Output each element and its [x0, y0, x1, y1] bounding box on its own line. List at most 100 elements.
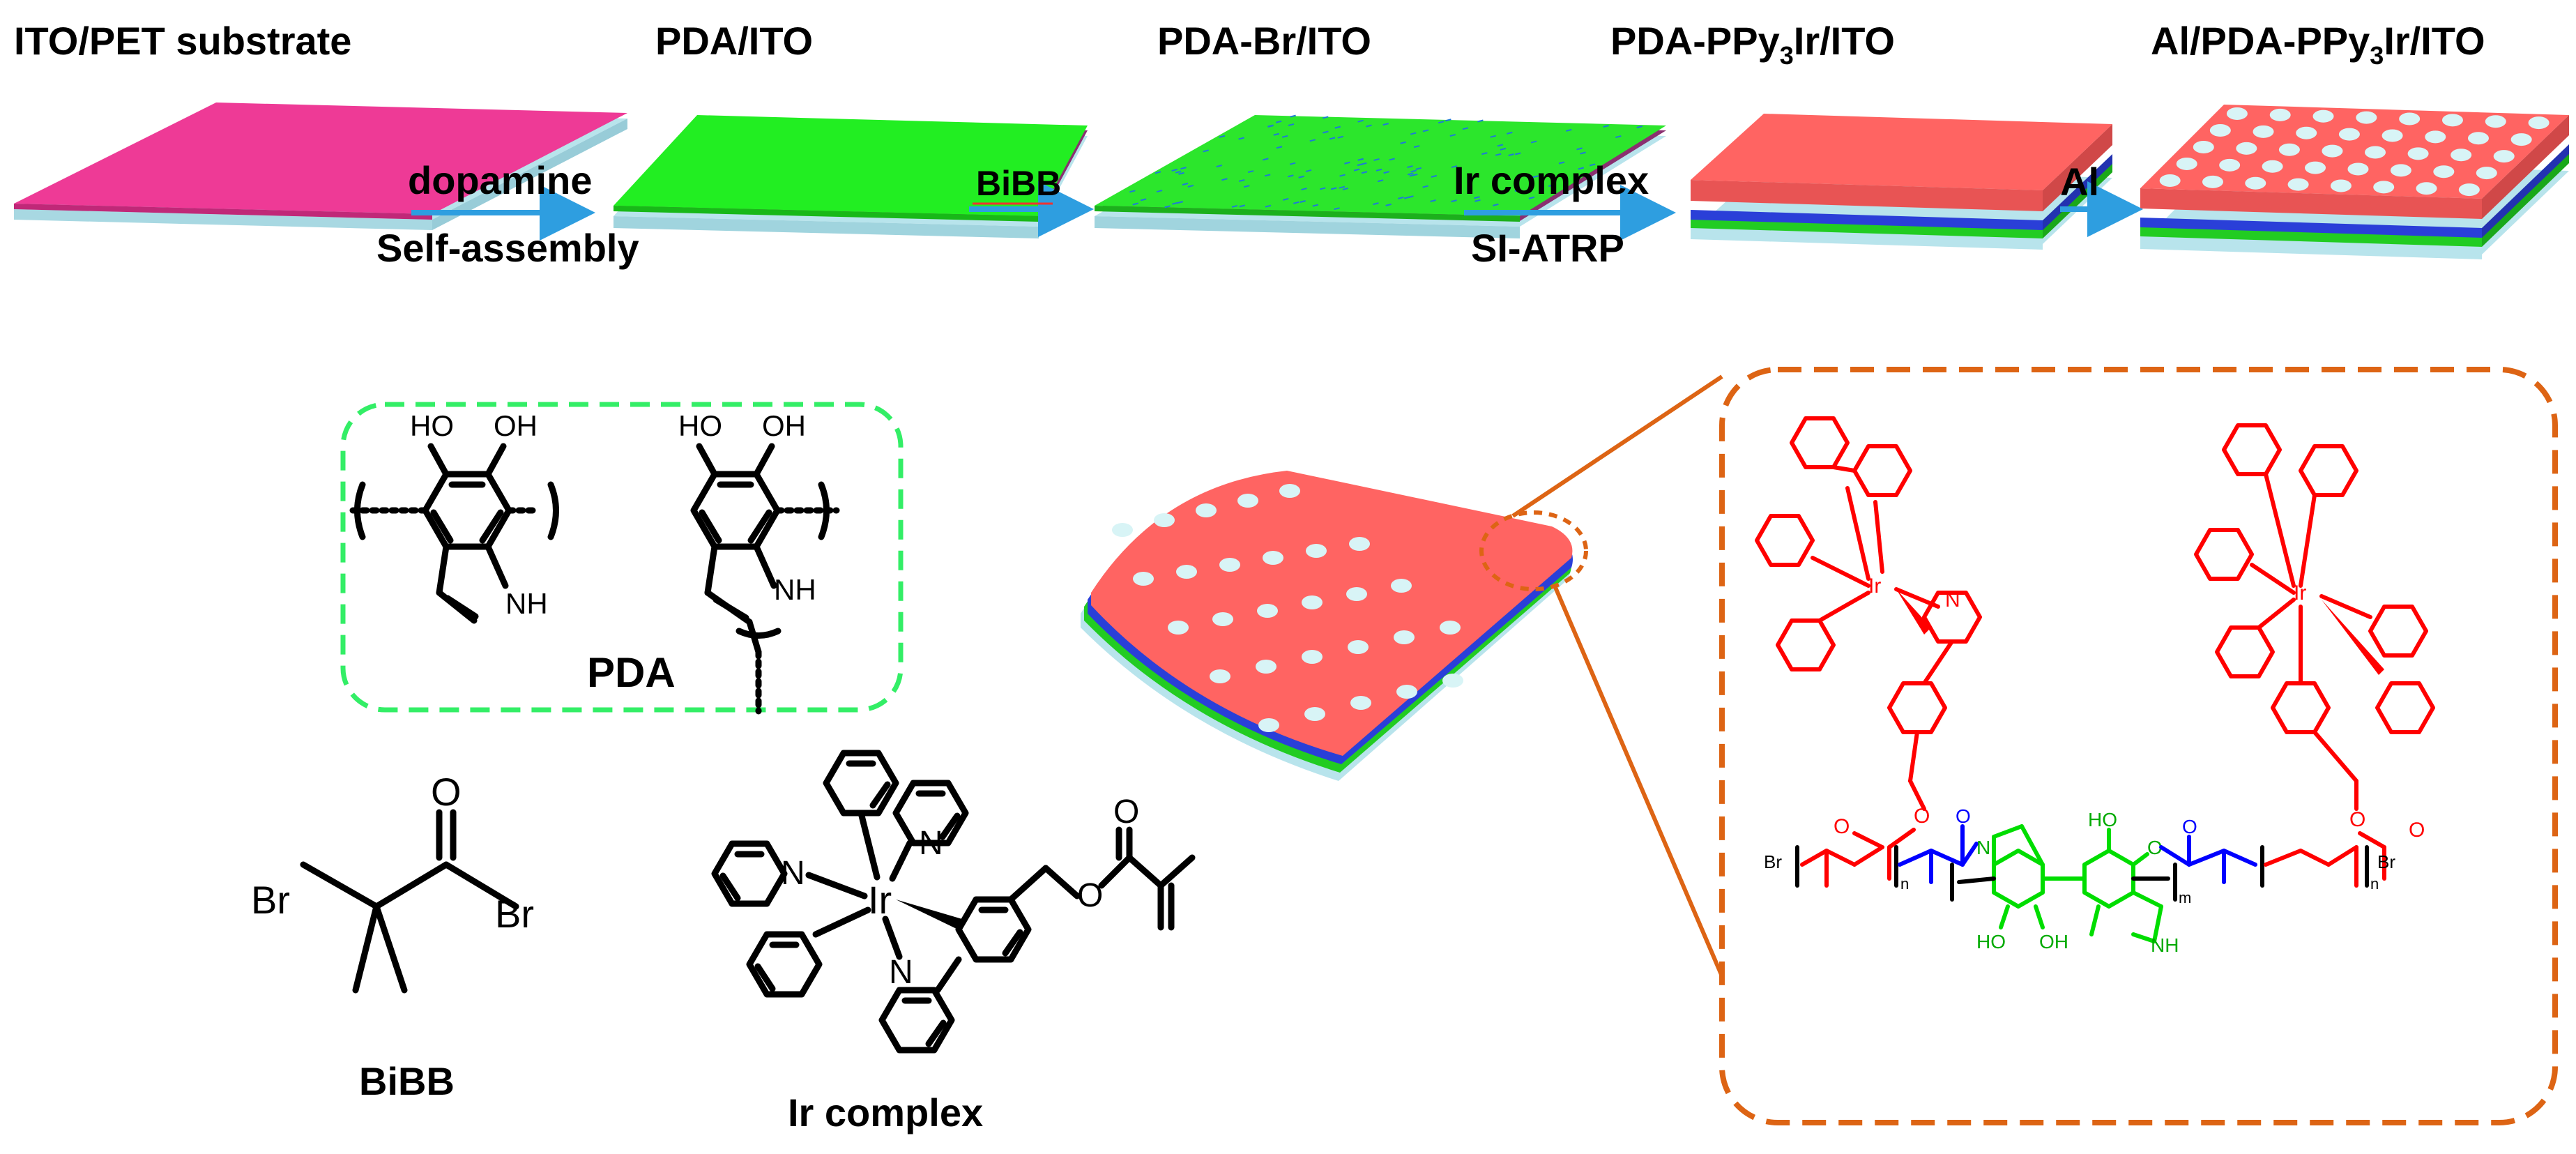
pda-name-label: PDA	[587, 649, 676, 696]
arrow-al: Al	[2060, 160, 2143, 237]
br-speckle	[1231, 204, 1238, 208]
pda-structure: HO OH NH HO OH NH PDA	[340, 402, 904, 715]
br-speckle	[1283, 197, 1289, 201]
br-speckle	[1500, 147, 1507, 151]
br-speckle	[1276, 146, 1283, 149]
al-dot	[2278, 143, 2300, 156]
br-speckle	[1361, 171, 1368, 174]
slab-pda-ppy3ir-ito	[1691, 114, 2112, 250]
br-speckle	[1339, 185, 1346, 189]
al-dot	[2416, 182, 2437, 195]
br-speckle	[1430, 199, 1436, 202]
curved-dot	[1176, 565, 1197, 579]
al-dot	[2305, 161, 2326, 174]
al-electrode-dots	[2159, 107, 2550, 197]
br-speckle	[1329, 137, 1336, 140]
br-speckle	[1507, 131, 1513, 135]
pda-atom-oh-1: OH	[494, 409, 538, 442]
step-label-pda-br-ito: PDA-Br/ITO	[1157, 19, 1371, 63]
curved-dot	[1348, 640, 1369, 654]
br-speckle	[1180, 167, 1187, 170]
br-speckle	[1288, 174, 1294, 178]
br-speckle	[1377, 179, 1384, 183]
al-dot	[2356, 111, 2377, 124]
curved-dot	[1263, 551, 1283, 565]
br-speckle	[1187, 184, 1194, 188]
arrow-bibb: BiBB	[969, 164, 1094, 237]
br-speckle	[1603, 125, 1609, 128]
br-speckle	[1451, 199, 1457, 203]
br-speckle	[1171, 168, 1178, 172]
al-dot	[2226, 107, 2248, 120]
curved-dot	[1219, 558, 1240, 572]
slab-pda-ito	[613, 115, 1088, 238]
polymer-atom-nh-1: NH	[2151, 934, 2179, 956]
br-speckle	[1323, 116, 1329, 119]
arrow-bibb-top-label: BiBB	[976, 164, 1061, 203]
curved-dot	[1440, 621, 1461, 635]
br-speckle	[1164, 205, 1171, 208]
br-speckle	[1267, 124, 1274, 128]
br-speckle	[1530, 140, 1537, 144]
br-speckle	[1264, 174, 1271, 177]
ir-atom-n-1: N	[919, 825, 943, 862]
polymer-atom-o-1: O	[1914, 805, 1930, 828]
curved-dot	[1350, 696, 1371, 710]
br-speckle	[1293, 201, 1300, 204]
br-speckle	[1383, 171, 1389, 174]
br-speckle	[1382, 123, 1389, 126]
curved-flexible-device	[1081, 374, 1724, 978]
right-ir-unit: Ir O O	[2194, 423, 2435, 881]
bibb-atom-br-2: Br	[495, 892, 534, 936]
curved-dot	[1154, 513, 1175, 527]
br-speckle	[1156, 190, 1163, 193]
br-speckle	[1300, 200, 1306, 204]
polymer-atom-oh-1: OH	[2039, 931, 2068, 952]
polymer-zoom-structure: Ir N O O Ir O	[1719, 367, 2558, 1125]
polymer-subscript-n-2: n	[2370, 875, 2379, 893]
br-speckle	[1410, 132, 1417, 135]
al-dot	[2219, 158, 2241, 172]
curved-dot	[1442, 674, 1463, 688]
polymer-atom-o-4: O	[2409, 819, 2425, 842]
slab-pda-br-ito	[1095, 114, 1666, 238]
curved-dot	[1346, 587, 1367, 601]
al-dot	[2253, 125, 2274, 138]
br-speckle	[1385, 203, 1392, 206]
br-speckle	[1407, 165, 1413, 169]
ir-complex-structure: N N Ir N O O	[711, 750, 1196, 1134]
br-speckle	[1589, 163, 1596, 167]
br-speckle	[1576, 147, 1583, 151]
polymer-atom-br-1: Br	[1764, 851, 1782, 872]
br-speckle	[1221, 178, 1228, 181]
br-speckle	[1366, 124, 1372, 128]
al-dot	[2262, 160, 2283, 173]
al-dot	[2493, 150, 2515, 163]
br-speckle	[1265, 204, 1272, 208]
curved-dot	[1133, 572, 1154, 586]
slab-al-pda-ppy3ir-ito	[2140, 105, 2569, 259]
br-speckle	[1636, 126, 1643, 128]
zoom-circle	[1479, 510, 1588, 591]
br-speckle	[1177, 201, 1184, 204]
arrow-dopamine: dopamine Self-assembly	[376, 158, 639, 270]
polymer-atom-ir-2: Ir	[2294, 582, 2306, 605]
al-dot	[2338, 128, 2360, 141]
br-speckle	[1532, 175, 1539, 179]
step-label-pda-ito: PDA/ITO	[655, 19, 813, 63]
curved-dot	[1196, 503, 1217, 517]
polymer-atom-ho-2: HO	[1976, 931, 2006, 952]
bibb-atom-o: O	[431, 770, 462, 814]
curved-dot	[1302, 595, 1323, 609]
curved-dot	[1112, 523, 1133, 537]
pda-atom-nh-1: NH	[505, 587, 548, 620]
arrow-ir-complex-bottom-label: SI-ATRP	[1471, 226, 1624, 270]
br-speckle	[1334, 126, 1341, 129]
br-speckle	[1438, 121, 1445, 124]
br-speckle	[1353, 168, 1360, 172]
bibb-structure: O Br Br BiBB	[251, 770, 534, 1103]
br-speckle	[1247, 170, 1254, 174]
br-speckle	[1175, 170, 1182, 174]
br-speckle	[1431, 174, 1438, 178]
br-speckles	[1129, 114, 1643, 211]
